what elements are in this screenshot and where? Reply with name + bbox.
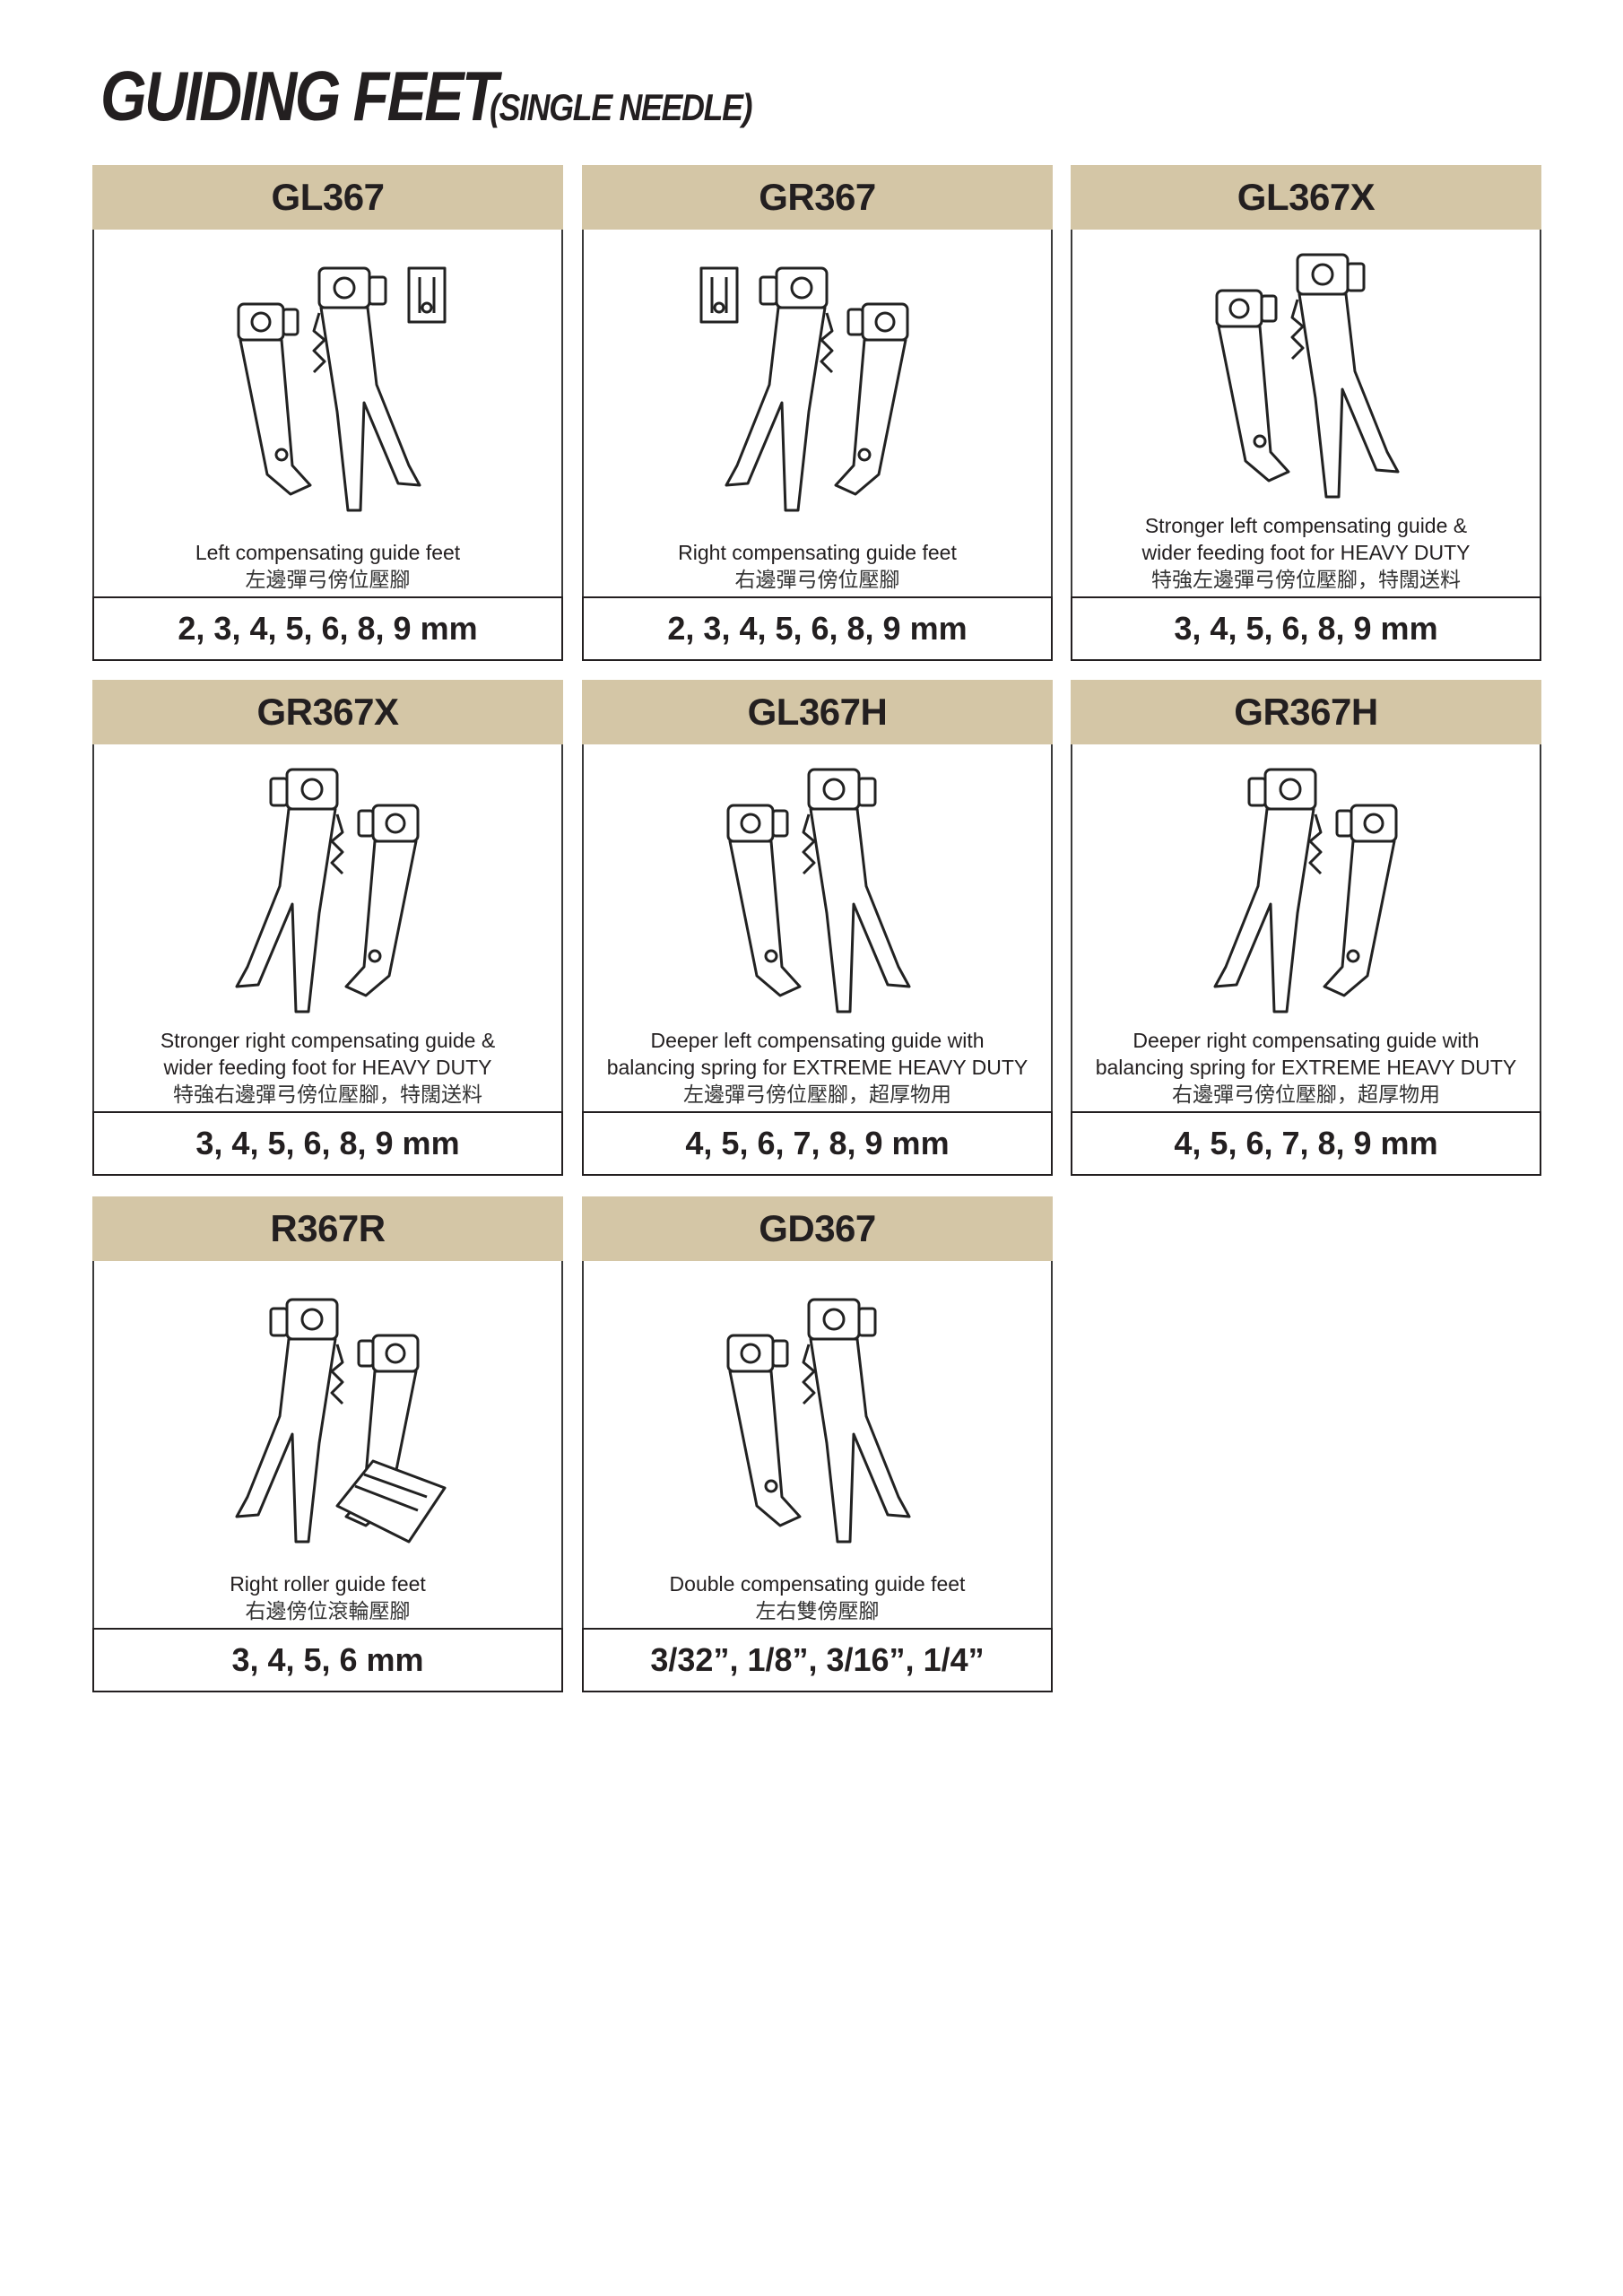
product-card-r367r: R367R Right roller guide feet 右邊傍位滾輪壓腳 3,…: [92, 1196, 563, 1692]
description-en-line: Deeper right compensating guide with: [1133, 1029, 1480, 1052]
product-description: Left compensating guide feet 左邊彈弓傍位壓腳: [195, 539, 460, 593]
heavy-duty-left-foot-illustration: [1215, 253, 1399, 498]
description-en-line: balancing spring for EXTREME HEAVY DUTY: [606, 1056, 1028, 1079]
product-body: Right compensating guide feet 右邊彈弓傍位壓腳: [582, 230, 1053, 596]
description-en-line: Left compensating guide feet: [195, 541, 461, 564]
product-body: Right roller guide feet 右邊傍位滾輪壓腳: [92, 1261, 563, 1628]
description-en-line: Right roller guide feet: [230, 1572, 426, 1596]
description-zh: 左邊彈弓傍位壓腳: [245, 568, 411, 591]
product-card-gr367x: GR367X Stronger right compensating guide…: [92, 680, 563, 1176]
description-en-line: Right compensating guide feet: [678, 541, 957, 564]
product-card-gd367: GD367 Double compensating guide feet 左右雙傍…: [582, 1196, 1053, 1692]
double-compensating-foot-illustration: [726, 1298, 910, 1543]
product-description: Right roller guide feet 右邊傍位滾輪壓腳: [230, 1570, 426, 1624]
description-en-line: Double compensating guide feet: [669, 1572, 966, 1596]
description-en-line: balancing spring for EXTREME HEAVY DUTY: [1095, 1056, 1517, 1079]
product-sizes: 3/32”, 1/8”, 3/16”, 1/4”: [582, 1628, 1053, 1692]
description-en-line: wider feeding foot for HEAVY DUTY: [1141, 541, 1471, 564]
product-body: Double compensating guide feet 左右雙傍壓腳: [582, 1261, 1053, 1628]
product-body: Stronger right compensating guide & wider…: [92, 744, 563, 1111]
description-zh: 左右雙傍壓腳: [755, 1599, 880, 1622]
product-sizes: 2, 3, 4, 5, 6, 8, 9 mm: [582, 596, 1053, 661]
product-description: Deeper left compensating guide with balan…: [607, 1027, 1028, 1108]
product-sizes: 2, 3, 4, 5, 6, 8, 9 mm: [92, 596, 563, 661]
product-sizes: 3, 4, 5, 6 mm: [92, 1628, 563, 1692]
product-model: GL367H: [582, 680, 1053, 744]
product-body: Left compensating guide feet 左邊彈弓傍位壓腳: [92, 230, 563, 596]
product-sizes: 4, 5, 6, 7, 8, 9 mm: [1071, 1111, 1541, 1176]
left-compensating-foot-illustration: [237, 266, 446, 511]
product-sizes: 4, 5, 6, 7, 8, 9 mm: [582, 1111, 1053, 1176]
product-card-gr367h: GR367H Deeper right compensating guide w…: [1071, 680, 1541, 1176]
product-description: Stronger right compensating guide & wider…: [161, 1027, 495, 1108]
title-main: GUIDING FEET: [100, 57, 498, 135]
product-card-gl367h: GL367H Deeper left compensating guide wi…: [582, 680, 1053, 1176]
product-model: GL367: [92, 165, 563, 230]
deep-right-foot-illustration: [1213, 768, 1397, 1013]
description-en-line: Stronger right compensating guide &: [160, 1029, 496, 1052]
description-zh: 右邊傍位滾輪壓腳: [245, 1599, 411, 1622]
product-body: Deeper right compensating guide with bala…: [1071, 744, 1541, 1111]
product-description: Deeper right compensating guide with bala…: [1096, 1027, 1517, 1108]
description-en-line: wider feeding foot for HEAVY DUTY: [163, 1056, 492, 1079]
product-description: Right compensating guide feet 右邊彈弓傍位壓腳: [678, 539, 957, 593]
product-model: GL367X: [1071, 165, 1541, 230]
product-card-gl367x: GL367X Stronger left compensating guide …: [1071, 165, 1541, 661]
product-model: GD367: [582, 1196, 1053, 1261]
description-zh: 右邊彈弓傍位壓腳: [734, 568, 900, 591]
product-model: GR367X: [92, 680, 563, 744]
product-sizes: 3, 4, 5, 6, 8, 9 mm: [1071, 596, 1541, 661]
right-compensating-foot-illustration: [699, 266, 908, 511]
product-model: R367R: [92, 1196, 563, 1261]
deep-left-foot-illustration: [726, 768, 910, 1013]
description-zh: 特強右邊彈弓傍位壓腳，特闊送料: [173, 1083, 482, 1106]
product-description: Stronger left compensating guide & wider …: [1141, 512, 1470, 593]
product-description: Double compensating guide feet 左右雙傍壓腳: [670, 1570, 966, 1624]
product-model: GR367: [582, 165, 1053, 230]
description-zh: 特強左邊彈弓傍位壓腳，特闊送料: [1150, 568, 1461, 591]
roller-foot-illustration: [235, 1298, 446, 1543]
product-model: GR367H: [1071, 680, 1541, 744]
product-card-gr367: GR367 Right compensating guide feet 右邊彈弓傍…: [582, 165, 1053, 661]
page-title: GUIDING FEET (SINGLE NEEDLE): [100, 56, 798, 137]
heavy-duty-right-foot-illustration: [235, 768, 419, 1013]
description-zh: 右邊彈弓傍位壓腳，超厚物用: [1171, 1083, 1440, 1106]
description-en-line: Stronger left compensating guide &: [1144, 514, 1468, 537]
product-body: Deeper left compensating guide with balan…: [582, 744, 1053, 1111]
description-zh: 左邊彈弓傍位壓腳，超厚物用: [682, 1083, 951, 1106]
title-sub: (SINGLE NEEDLE): [490, 86, 753, 128]
product-card-gl367: GL367 Left compensating guide feet 左邊彈弓傍位…: [92, 165, 563, 661]
product-sizes: 3, 4, 5, 6, 8, 9 mm: [92, 1111, 563, 1176]
description-en-line: Deeper left compensating guide with: [650, 1029, 985, 1052]
product-body: Stronger left compensating guide & wider …: [1071, 230, 1541, 596]
